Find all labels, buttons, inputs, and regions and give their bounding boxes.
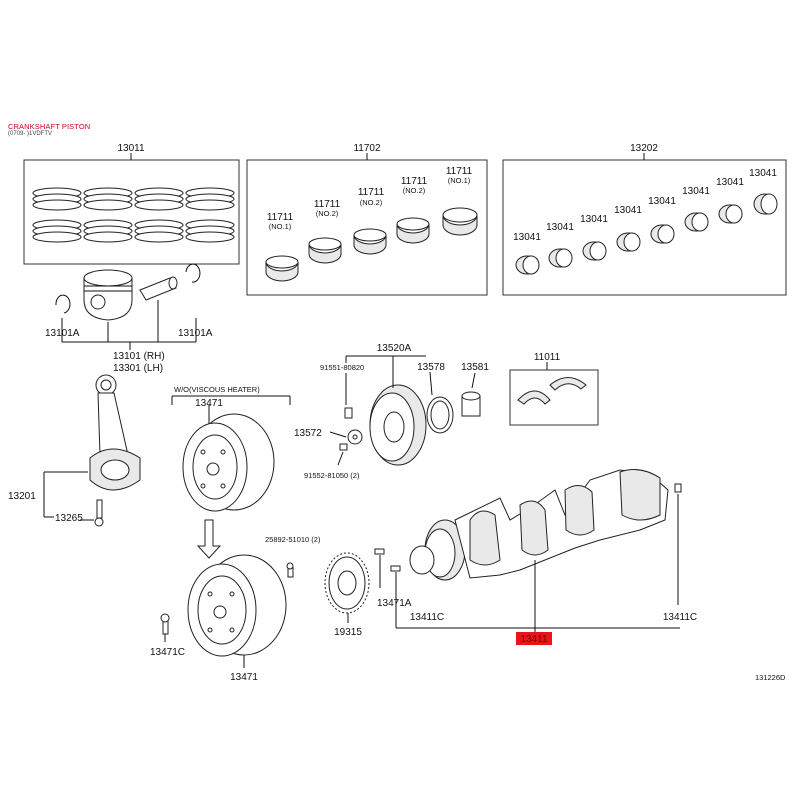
label-13101[interactable]: 13101 (RH) xyxy=(113,351,165,362)
label-13041-1[interactable]: 13041 xyxy=(513,232,541,243)
label-11711-2[interactable]: 11711 xyxy=(314,199,341,210)
label-13041-7[interactable]: 13041 xyxy=(716,177,744,188)
timing-gear xyxy=(339,384,481,466)
label-11711-5-note: (NO.1) xyxy=(448,176,471,185)
label-19315[interactable]: 19315 xyxy=(334,627,362,638)
crank-pulley-top xyxy=(182,413,275,512)
piston-assembly xyxy=(55,263,201,321)
header-subtitle: (0709- )1VDFTV xyxy=(8,131,53,137)
label-13041-6[interactable]: 13041 xyxy=(682,186,710,197)
label-11711-1[interactable]: 11711 xyxy=(267,212,294,223)
label-13041-4[interactable]: 13041 xyxy=(614,205,642,216)
diagram-code: 131226D xyxy=(755,673,786,682)
piston-rings xyxy=(32,187,235,243)
label-13520a[interactable]: 13520A xyxy=(377,343,412,354)
down-arrow xyxy=(196,519,222,559)
conrod-leaders xyxy=(43,471,94,521)
crank-bearings xyxy=(515,193,778,275)
timing-sprocket xyxy=(324,552,370,614)
label-13572[interactable]: 13572 xyxy=(294,428,322,439)
crankshaft xyxy=(286,469,682,581)
label-13202[interactable]: 13202 xyxy=(630,143,658,154)
label-11711-3-note: (NO.2) xyxy=(360,198,383,207)
label-wo-viscous-heater: W/O(VISCOUS HEATER) xyxy=(174,385,260,394)
label-91552[interactable]: 91552-81050 (2) xyxy=(304,471,360,480)
label-13301[interactable]: 13301 (LH) xyxy=(113,363,163,374)
crankshaft-leaders xyxy=(379,494,680,633)
label-25892[interactable]: 25892-51010 (2) xyxy=(265,535,321,544)
label-13471c[interactable]: 13471C xyxy=(150,647,185,658)
heater-bracket xyxy=(171,395,291,425)
label-13041-3[interactable]: 13041 xyxy=(580,214,608,225)
label-13201[interactable]: 13201 xyxy=(8,491,36,502)
label-13101a-right[interactable]: 13101A xyxy=(178,328,213,339)
box-leaders xyxy=(130,153,645,370)
label-11711-3[interactable]: 11711 xyxy=(358,187,385,198)
label-13578[interactable]: 13578 xyxy=(417,362,445,373)
label-11711-2-note: (NO.2) xyxy=(316,209,339,218)
label-13265[interactable]: 13265 xyxy=(55,513,83,524)
header-title: CRANKSHAFT PISTON xyxy=(8,122,91,131)
piston-leaders xyxy=(61,300,197,350)
label-13581[interactable]: 13581 xyxy=(461,362,489,373)
label-13411-highlighted[interactable]: 13411 xyxy=(520,634,548,645)
label-11711-1-note: (NO.1) xyxy=(269,222,292,231)
label-13041-5[interactable]: 13041 xyxy=(648,196,676,207)
label-13471-bottom[interactable]: 13471 xyxy=(230,672,258,683)
label-11711-4-note: (NO.2) xyxy=(403,186,426,195)
label-11011[interactable]: 11011 xyxy=(534,352,561,363)
label-11711-5[interactable]: 11711 xyxy=(446,166,473,177)
label-13041-8[interactable]: 13041 xyxy=(749,168,777,179)
label-13411c-left[interactable]: 13411C xyxy=(410,612,444,623)
piston-ring-set-box xyxy=(23,159,240,265)
label-13471a[interactable]: 13471A xyxy=(377,598,412,609)
part-labels: 13011 11702 13202 11711 (NO.1) 11711 (NO… xyxy=(8,143,786,683)
thrust-washers xyxy=(517,377,587,405)
crank-pulley-bottom xyxy=(160,554,287,657)
connecting-rod xyxy=(89,374,141,527)
label-13411c-right[interactable]: 13411C xyxy=(663,612,697,623)
thrust-washer-box xyxy=(509,369,599,426)
timing-gear-leaders xyxy=(329,355,476,466)
label-11702[interactable]: 11702 xyxy=(353,143,381,154)
label-13101a-left[interactable]: 13101A xyxy=(45,328,80,339)
label-13011[interactable]: 13011 xyxy=(117,143,145,154)
pulley-bottom-leaders xyxy=(164,634,245,668)
label-91551[interactable]: 91551-80820 xyxy=(320,363,364,372)
label-13041-2[interactable]: 13041 xyxy=(546,222,574,233)
highlight-13411 xyxy=(516,632,552,645)
label-11711-4[interactable]: 11711 xyxy=(401,176,428,187)
conrod-bearings xyxy=(265,207,478,282)
label-13471-top[interactable]: 13471 xyxy=(195,398,223,409)
